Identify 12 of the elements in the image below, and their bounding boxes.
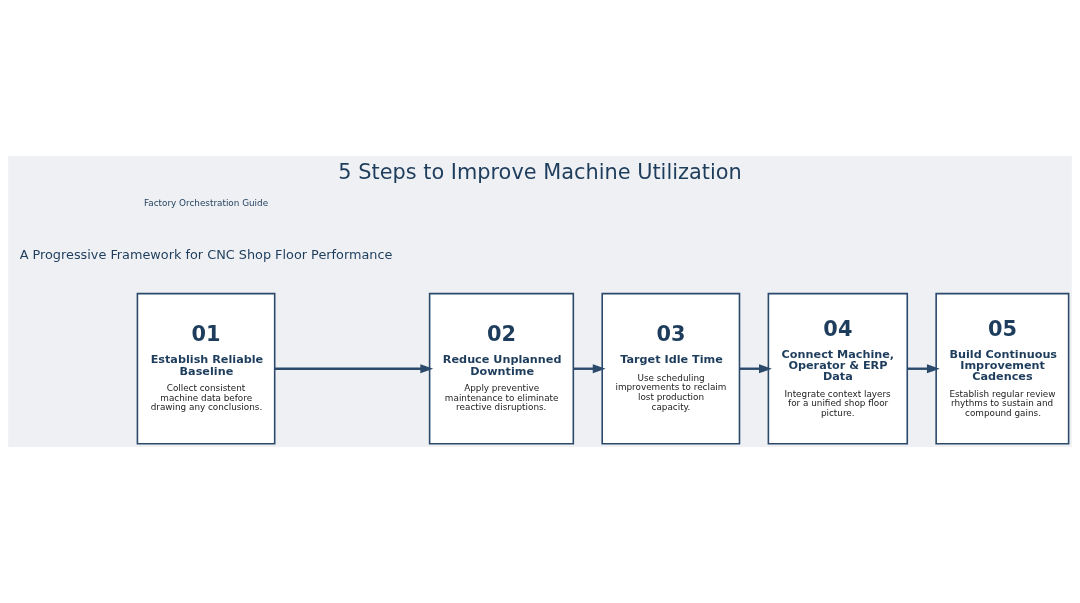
node-box: 05 Build Continuous Improvement Cadences Establish regular review rhythms to sustain and compound gains. [935, 292, 1070, 445]
arrow [739, 364, 772, 374]
label: Factory Orchestration Guide [144, 197, 269, 208]
node-box: 01 Establish Reliable Baseline Collect consistent machine data before drawing any conclusions. [136, 292, 276, 445]
label: A Progressive Framework for CNC Shop Floor Performance [19, 246, 393, 262]
arrow [573, 364, 606, 374]
node-box: 04 Connect Machine, Operator & ERP Data Integrate context layers for a unified shop floor picture. [767, 292, 909, 445]
arrow [275, 364, 434, 374]
arrow [907, 364, 940, 374]
node-box: 02 Reduce Unplanned Downtime Apply preventive maintenance to eliminate reactive disruptions. [428, 292, 575, 445]
diagram-title: 5 Steps to Improve Machine Utilization [338, 160, 742, 185]
node-box: 03 Target Idle Time Use scheduling improvements to reclaim lost production capacity. [601, 292, 741, 445]
